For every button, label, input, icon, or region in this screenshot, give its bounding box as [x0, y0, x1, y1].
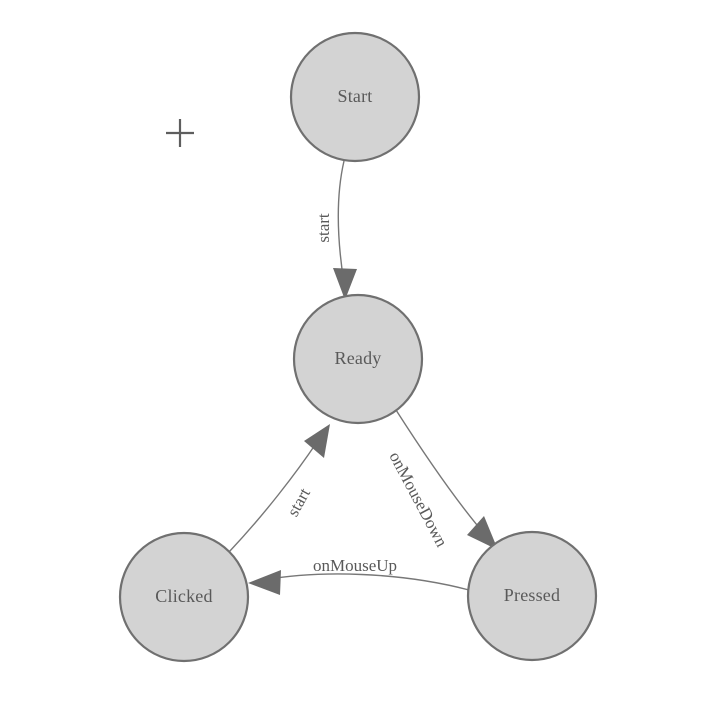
- node-ready[interactable]: Ready: [292, 293, 424, 425]
- edge-line-clicked-to-ready: [228, 441, 318, 553]
- edge-line-pressed-to-clicked: [263, 573, 470, 591]
- edge-label-pressed-to-clicked: onMouseUp: [313, 556, 397, 575]
- node-label-clicked: Clicked: [155, 586, 212, 606]
- node-circle-ready[interactable]: [292, 293, 424, 425]
- node-clicked[interactable]: Clicked: [118, 531, 250, 663]
- node-circle-start[interactable]: [289, 31, 421, 163]
- node-circle-clicked[interactable]: [118, 531, 250, 663]
- node-label-ready: Ready: [335, 348, 382, 368]
- node-label-pressed: Pressed: [504, 585, 560, 605]
- edge-pressed-to-clicked[interactable]: [248, 570, 470, 595]
- node-label-start: Start: [338, 86, 373, 106]
- arrowhead-pressed-to-clicked: [248, 570, 281, 595]
- arrowhead-clicked-to-ready: [304, 424, 330, 458]
- edge-start-to-ready[interactable]: [333, 160, 357, 300]
- arrowhead-start-to-ready: [333, 268, 357, 300]
- node-pressed[interactable]: Pressed: [466, 530, 598, 662]
- edge-label-start-to-ready: start: [314, 213, 333, 243]
- edge-clicked-to-ready[interactable]: [228, 424, 330, 553]
- node-start[interactable]: Start: [289, 31, 421, 163]
- arrowhead-ready-to-pressed: [467, 516, 498, 550]
- edge-label-ready-to-pressed: onMouseDown: [385, 449, 451, 551]
- edge-line-start-to-ready: [337, 160, 345, 284]
- node-circle-pressed[interactable]: [466, 530, 598, 662]
- edge-ready-to-pressed[interactable]: [395, 409, 498, 550]
- plus-icon[interactable]: [166, 119, 194, 147]
- edge-label-clicked-to-ready: start: [283, 485, 314, 520]
